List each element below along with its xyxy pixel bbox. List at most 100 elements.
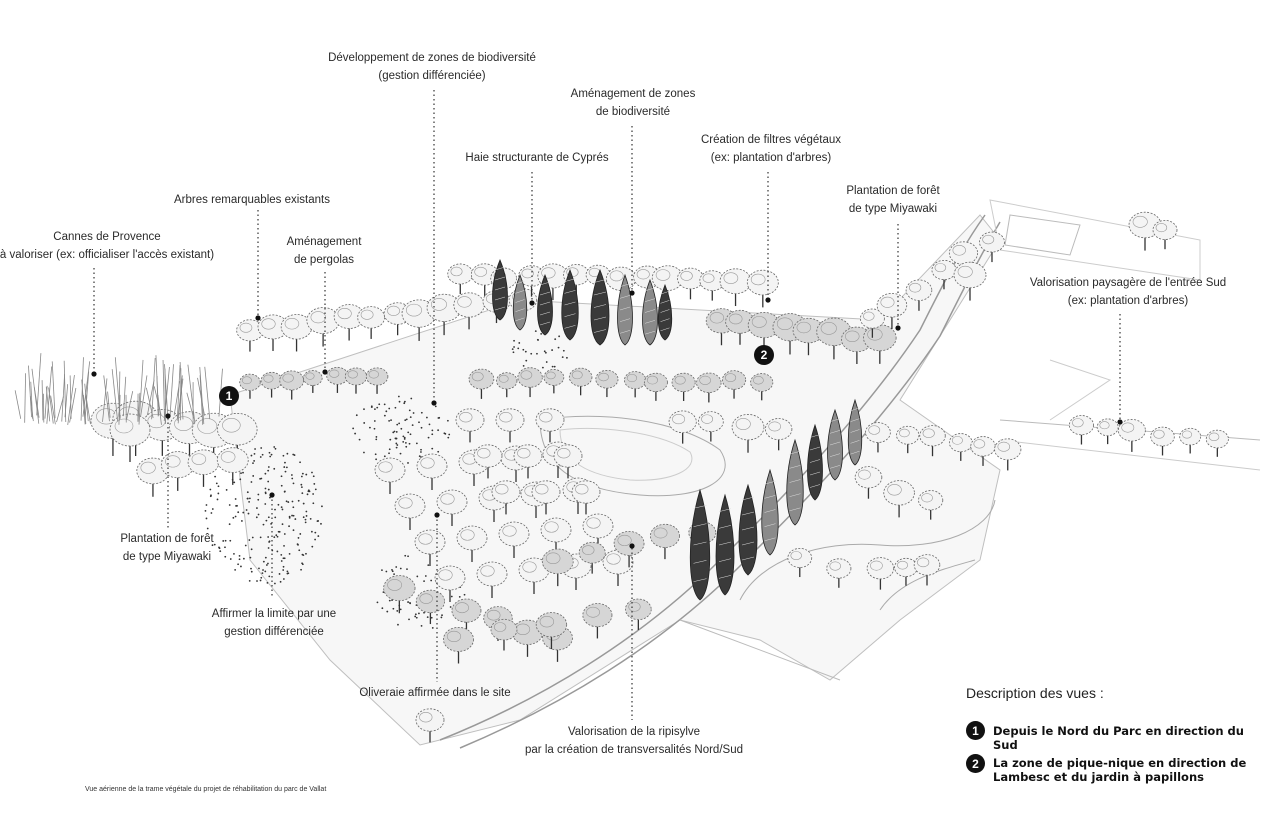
- legend-item-text: Depuis le Nord du Parc en direction du S…: [993, 724, 1244, 752]
- label-olive-grove: Oliveraie affirmée dans le site: [359, 687, 511, 699]
- tree: [543, 369, 565, 394]
- tree: [303, 370, 323, 393]
- tree: [719, 268, 752, 307]
- tree: [416, 453, 448, 490]
- tree: [553, 444, 583, 479]
- tree: [746, 269, 779, 308]
- cypress-tree: [492, 258, 508, 321]
- cypress-tree: [561, 268, 579, 341]
- tree: [1096, 418, 1119, 445]
- tree: [280, 314, 313, 352]
- tree: [490, 618, 518, 651]
- tree: [357, 306, 385, 339]
- tree: [498, 521, 530, 558]
- tree: [697, 411, 724, 442]
- legend-number-badge: 1: [966, 721, 985, 740]
- stipple-areas: [204, 329, 568, 629]
- tree: [394, 493, 426, 530]
- tree: [383, 575, 416, 614]
- legend-item-1: 1 Depuis le Nord du Parc en direction du…: [966, 721, 1266, 752]
- label-vegetal-filters: Création de filtres végétaux(ex: plantat…: [701, 134, 841, 164]
- tree: [948, 241, 979, 276]
- tree: [540, 517, 572, 554]
- legend-item-text: La zone de pique-nique en direction de L…: [993, 756, 1247, 784]
- tree: [894, 557, 918, 586]
- tree: [541, 548, 574, 587]
- view-marker-1[interactable]: 1: [219, 386, 239, 406]
- tree: [650, 523, 680, 560]
- cypress-tree: [642, 278, 658, 346]
- tree: [415, 708, 445, 743]
- tree: [787, 547, 813, 578]
- tree: [239, 373, 261, 399]
- cypress-tree: [617, 273, 633, 346]
- tree: [109, 413, 151, 462]
- tree: [571, 480, 601, 515]
- tree: [765, 418, 793, 451]
- cypress-tree: [590, 268, 610, 346]
- tree: [160, 451, 195, 491]
- tree: [491, 480, 521, 515]
- legend-number-badge: 2: [966, 754, 985, 773]
- tree: [453, 292, 485, 330]
- tree: [187, 449, 220, 487]
- label-south-entrance: Valorisation paysagère de l'entrée Sud(e…: [1029, 277, 1227, 307]
- tree: [468, 368, 495, 399]
- leader-lines: [93, 90, 1121, 720]
- tree: [643, 372, 668, 401]
- tree: [595, 369, 619, 398]
- tree: [436, 489, 468, 526]
- tree: [725, 309, 755, 345]
- provence-reeds: [14, 353, 223, 426]
- tree: [721, 370, 747, 399]
- tree: [1205, 429, 1229, 457]
- cypress-tree: [827, 408, 843, 481]
- tree: [876, 292, 908, 329]
- tree: [582, 603, 613, 639]
- tree: [677, 267, 704, 300]
- tree: [531, 480, 561, 515]
- label-remarkable-trees: Arbres remarquables existants: [174, 194, 330, 206]
- tree: [456, 525, 488, 562]
- tree: [671, 372, 696, 401]
- tree: [696, 372, 722, 403]
- tree: [455, 408, 485, 443]
- cypress-tree: [807, 423, 823, 501]
- view-marker-2[interactable]: 2: [754, 345, 774, 365]
- legend-title: Description des vues :: [966, 685, 1104, 701]
- tree: [699, 270, 726, 301]
- cypress-tree: [537, 273, 553, 336]
- tree: [896, 425, 920, 454]
- cypress-tree: [689, 488, 711, 601]
- tree: [859, 308, 885, 338]
- label-biodiversity-differentiated: Développement de zones de biodiversité(g…: [328, 52, 536, 82]
- ground: [229, 199, 1261, 749]
- tree: [518, 557, 550, 594]
- tree: [1150, 426, 1175, 456]
- leader-dots: [91, 290, 1123, 549]
- cypress-tree: [657, 283, 673, 341]
- tree: [578, 541, 606, 574]
- tree: [306, 307, 340, 347]
- tree: [953, 261, 987, 301]
- cypress-tree: [738, 483, 758, 576]
- tree: [443, 626, 474, 664]
- tree: [625, 598, 652, 630]
- label-cypress-hedge: Haie structurante de Cyprés: [465, 152, 609, 164]
- cypress-hedge: [492, 258, 863, 601]
- tree: [866, 557, 895, 590]
- tree: [865, 422, 891, 453]
- tree: [731, 414, 765, 453]
- tree: [994, 438, 1022, 471]
- tree: [919, 425, 946, 457]
- tree: [434, 565, 466, 602]
- tree: [365, 367, 389, 394]
- tree: [905, 279, 933, 311]
- tree: [918, 490, 944, 520]
- tree: [476, 561, 508, 598]
